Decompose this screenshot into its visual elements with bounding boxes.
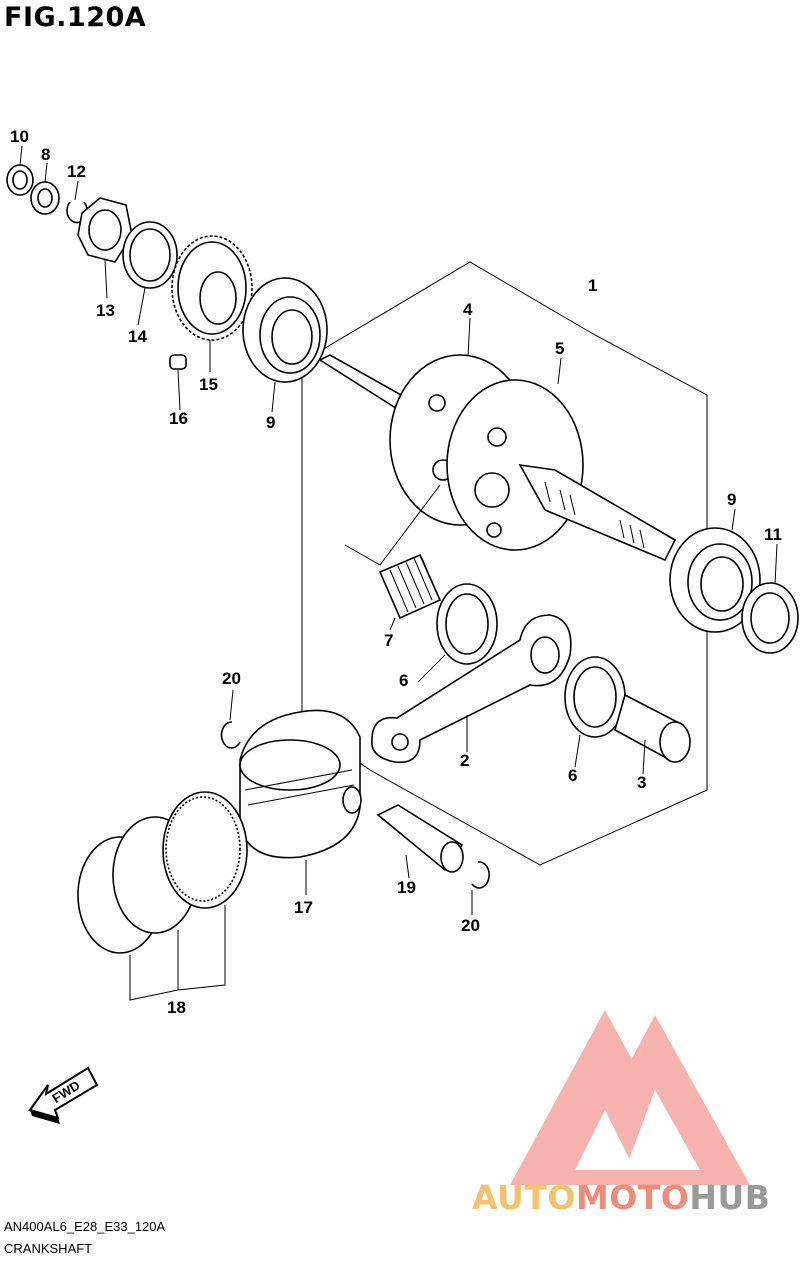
key-16	[169, 354, 187, 370]
callout-9-upper: 9	[266, 413, 275, 432]
washer-14	[122, 221, 178, 289]
callout-9-lower: 9	[727, 490, 736, 509]
washer-6-upper	[436, 583, 498, 665]
callout-18: 18	[167, 998, 186, 1017]
callout-19: 19	[397, 878, 416, 897]
watermark-auto: AUTO	[472, 1178, 576, 1217]
callout-5: 5	[555, 339, 564, 358]
callout-labels: 1 2 3 4 5 6 6 7 8 9 9 10 11 12 13 14 15 …	[10, 127, 782, 1017]
bearing-8	[30, 181, 60, 215]
callout-11: 11	[764, 525, 782, 544]
callout-17: 17	[294, 898, 313, 917]
oil-seal-11	[741, 582, 799, 654]
nut-13	[77, 197, 133, 263]
callout-13: 13	[96, 301, 115, 320]
watermark-logo-icon	[510, 1010, 750, 1185]
callout-2: 2	[460, 751, 469, 770]
crank-pin-3	[614, 693, 691, 763]
callout-1: 1	[588, 276, 597, 295]
watermark-hub: HUB	[689, 1178, 771, 1217]
oil-seal-10	[6, 164, 34, 196]
leader-lines	[19, 145, 778, 1001]
callout-20-upper: 20	[222, 669, 241, 688]
piston-pin-19	[376, 804, 464, 873]
callout-8: 8	[41, 145, 50, 164]
figure-code: AN400AL6_E28_E33_120A	[4, 1219, 166, 1234]
circlip-20-upper	[220, 721, 241, 749]
watermark-brand: AUTOMOTOHUB	[472, 1178, 770, 1217]
bearing-9-upper	[242, 277, 328, 383]
gear-15	[171, 235, 253, 341]
needle-bearing-7	[378, 553, 442, 620]
callout-4: 4	[463, 300, 473, 319]
callout-6-lower: 6	[568, 766, 577, 785]
connecting-rod-2	[371, 614, 572, 764]
piston-17	[239, 709, 362, 859]
callout-14: 14	[128, 327, 147, 346]
callout-12: 12	[67, 162, 86, 181]
callout-16: 16	[169, 409, 188, 428]
bearing-9-lower	[669, 527, 761, 633]
piston-ring-set-18	[77, 791, 248, 954]
callout-3: 3	[637, 773, 646, 792]
watermark-moto: MOTO	[575, 1178, 690, 1217]
callout-20-lower: 20	[461, 916, 480, 935]
callout-15: 15	[199, 375, 218, 394]
crankshaft-4-5	[318, 354, 677, 562]
callout-10: 10	[10, 127, 29, 146]
fwd-arrow-icon: FWD	[28, 1066, 99, 1124]
washer-6-lower	[564, 656, 626, 738]
callout-6-upper: 6	[399, 671, 408, 690]
circlip-20-lower	[471, 861, 490, 889]
figure-title: FIG.120A	[4, 2, 147, 33]
callout-7: 7	[384, 631, 393, 650]
figure-name: CRANKSHAFT	[4, 1241, 93, 1256]
